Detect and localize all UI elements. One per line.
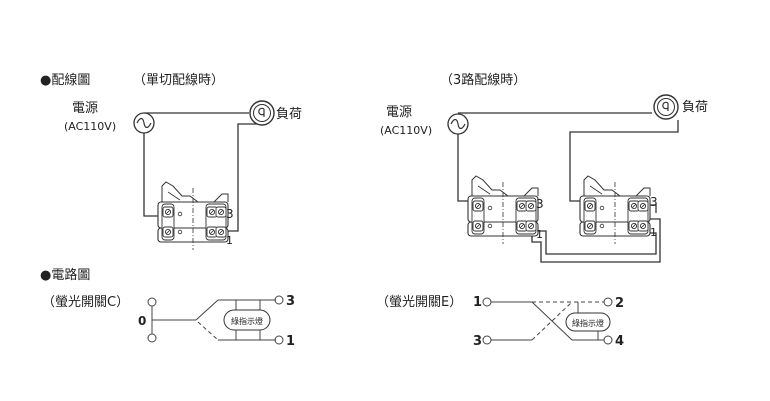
sw2-terminal-3: 3 [650,195,658,209]
sw1-terminal-1: 1 [536,228,543,241]
single-terminal-1: 1 [226,234,233,247]
switch-e-terminal-3: 3 [473,334,482,349]
indicator-lamp-icon [223,309,271,331]
switch-e-indicator-label: 綠指示燈 [572,318,604,328]
ac-source-icon [447,113,469,135]
single-source-voltage: (AC110V) [64,120,116,133]
switch-e-caption: （螢光開關E） [376,295,462,310]
single-load-label: 負荷 [276,107,302,122]
switch-c-terminal-1: 1 [286,334,295,349]
three-way-switch-1-icon [468,176,538,244]
three-way-load-label: 負荷 [682,100,708,115]
wiring-heading: ●配線圖 [40,72,90,88]
circuit-heading: ●電路圖 [40,267,90,283]
load-lamp-icon [653,94,679,120]
load-lamp-icon [249,100,275,126]
single-wiring-caption: （單切配線時） [133,72,224,88]
switch-e-terminal-4: 4 [615,334,624,349]
single-terminal-3: 3 [226,207,234,221]
switch-c-indicator-label: 綠指示燈 [231,316,263,326]
indicator-lamp-icon [565,312,611,332]
switch-c-terminal-3: 3 [286,294,295,309]
single-switch-icon [158,182,228,250]
three-way-wiring-caption: （3路配線時） [440,72,526,88]
three-way-source-label: 電源 [386,105,412,120]
switch-c-terminal-0: 0 [138,314,146,328]
three-way-source-voltage: (AC110V) [380,124,432,137]
sw2-terminal-1: 1 [650,226,657,239]
switch-e-terminal-1: 1 [473,295,482,310]
single-source-label: 電源 [72,101,98,116]
switch-c-circuit: （螢光開關C） 0 綠指示燈 3 1 [42,294,295,349]
switch-e-circuit: （螢光開關E） 1 3 綠指示燈 2 4 [376,295,624,349]
sw1-terminal-3: 3 [536,197,544,211]
single-wiring-diagram: 電源 (AC110V) 負荷 3 1 [64,100,302,250]
three-way-switch-2-icon [580,176,650,244]
three-way-wiring-diagram: 電源 (AC110V) 負荷 3 1 3 1 [380,94,708,263]
switch-e-terminal-2: 2 [615,296,624,311]
ac-source-icon [133,112,155,134]
switch-c-caption: （螢光開關C） [42,295,129,310]
